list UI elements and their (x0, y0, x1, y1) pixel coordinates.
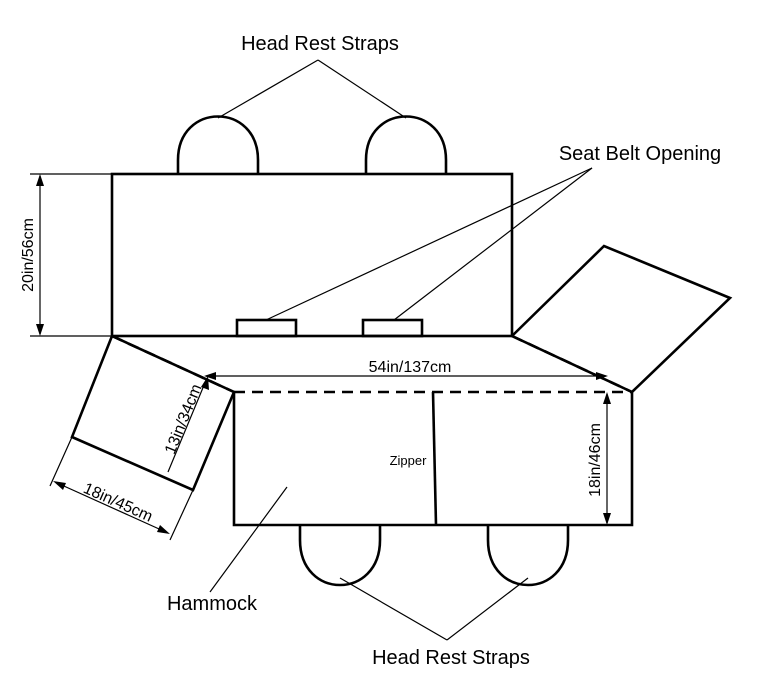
dim-width (204, 372, 608, 380)
dim-flap-height (167, 376, 209, 473)
leader-seatbelt-right (393, 167, 593, 321)
right-side-flap (509, 244, 733, 394)
fold-line-right (511, 334, 633, 394)
seat-belt-opening-label: Seat Belt Opening (559, 143, 721, 165)
zipper-line (431, 391, 438, 526)
seat-belt-opening-right (361, 318, 424, 338)
dim-hammock-depth (603, 392, 611, 525)
bottom-strap-left (298, 525, 382, 587)
seat-belt-opening-left (235, 318, 298, 338)
dim-back-height-label: 20in/56cm (20, 218, 37, 292)
bottom-strap-right (486, 525, 570, 587)
leader-hammock (209, 486, 288, 593)
dim-back-height (30, 173, 112, 337)
top-strap-left (176, 115, 260, 174)
leader-bottom-straps-left (339, 577, 448, 641)
left-side-flap (70, 334, 236, 492)
dim-hammock-depth-label: 18in/46cm (587, 423, 604, 497)
leader-top-straps-right (317, 59, 407, 119)
leader-seatbelt-left (265, 167, 593, 321)
head-rest-straps-top-label: Head Rest Straps (241, 33, 399, 55)
dim-flap-width-label: 18in/45cm (81, 480, 155, 526)
dim-flap-height-label: 13in/34cm (162, 382, 205, 457)
head-rest-straps-bottom-label: Head Rest Straps (372, 647, 530, 669)
leader-top-straps-left (217, 59, 319, 119)
leader-bottom-straps-right (446, 577, 529, 641)
hammock-label: Hammock (167, 593, 258, 615)
dim-flap-width (49, 436, 194, 541)
hammock-panel (232, 392, 634, 527)
zipper-label: Zipper (390, 453, 428, 468)
fold-line-left (111, 334, 235, 394)
seat-back-panel (110, 172, 514, 338)
dim-width-label: 54in/137cm (369, 359, 452, 376)
top-strap-right (364, 115, 448, 174)
